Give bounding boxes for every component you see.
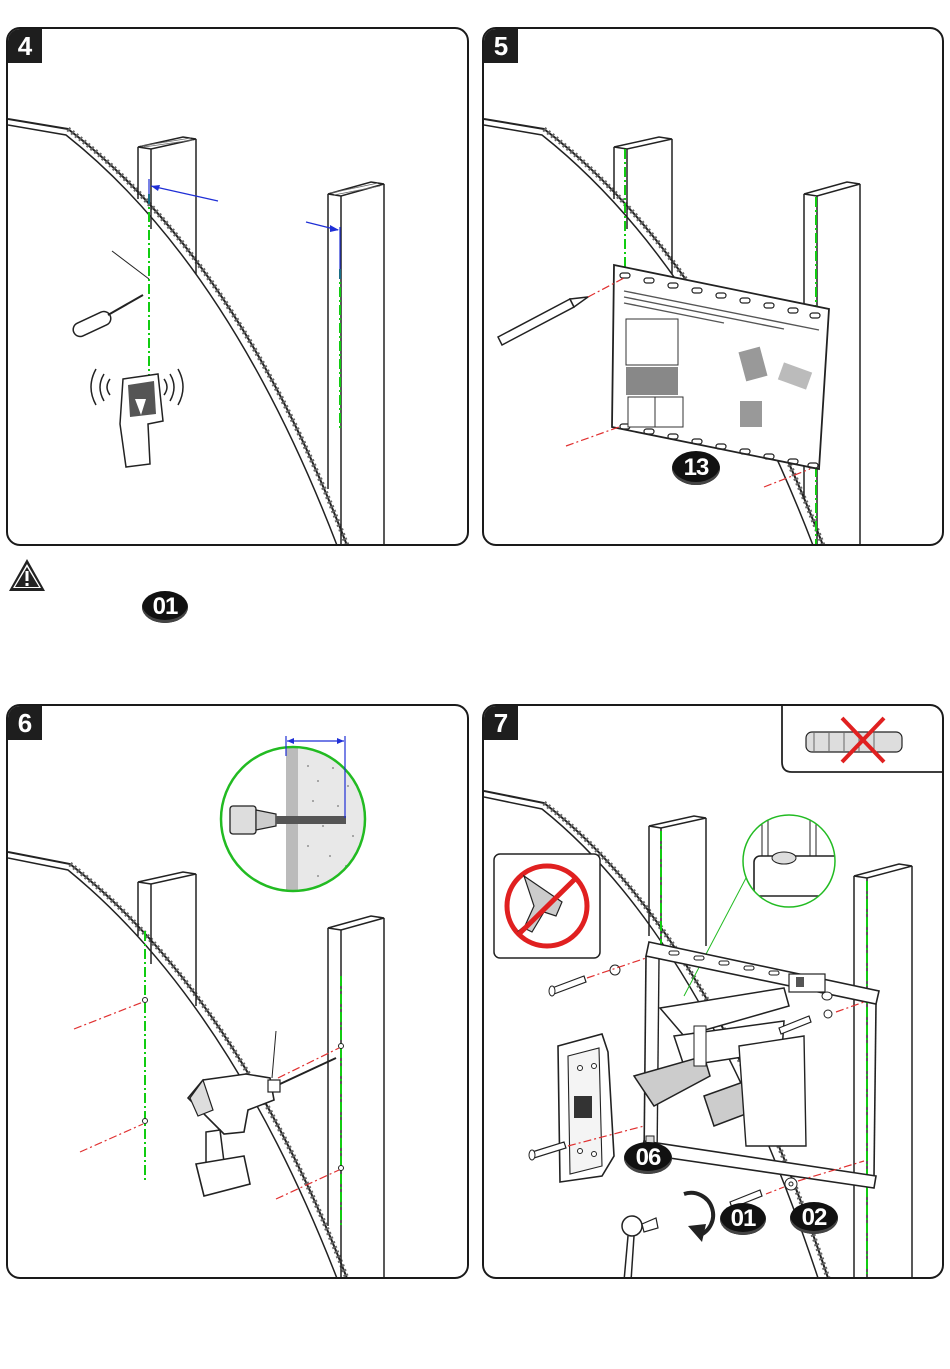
wall-stud-left <box>614 137 672 274</box>
pencil-icon <box>498 297 588 345</box>
part-13-badge: 13 <box>672 451 720 485</box>
step-4-number: 4 <box>8 29 42 63</box>
step-4-panel: 4 <box>6 27 469 546</box>
drill-depth-detail <box>221 736 378 896</box>
step-7-number: 7 <box>484 706 518 740</box>
no-wall-anchor-icon <box>782 706 944 772</box>
stud-finder-icon <box>91 369 183 467</box>
clockwise-rotation-icon <box>684 1193 713 1242</box>
washer-icon <box>785 1178 797 1190</box>
awl-icon <box>71 295 143 339</box>
step-4-illustration <box>8 29 469 546</box>
lag-bolt-upper-icon <box>549 965 620 996</box>
wall-stud-left <box>138 872 196 1006</box>
center-measure-indicator <box>149 179 340 279</box>
drilling-template <box>612 265 829 469</box>
lag-bolt-middle-icon <box>779 1010 832 1034</box>
wall-stud-right <box>328 182 384 546</box>
part-01-badge: 01 <box>142 591 188 623</box>
step-6-illustration <box>8 706 469 1279</box>
step-6-number: 6 <box>8 706 42 740</box>
warning-triangle-icon <box>7 557 47 593</box>
step-6-panel: 6 <box>6 704 469 1279</box>
no-impact-driver-icon <box>494 854 600 958</box>
part-06-badge: 06 <box>624 1142 672 1174</box>
step-7-panel: 7 <box>482 704 944 1279</box>
step-5-number: 5 <box>484 29 518 63</box>
step-7-illustration <box>484 706 944 1279</box>
wall-stud-left <box>138 137 196 274</box>
tv-bracket-plate <box>558 1034 614 1182</box>
wall-stud-right <box>328 916 384 1279</box>
articulating-arm <box>634 988 806 1156</box>
part-01-badge: 01 <box>720 1203 766 1235</box>
wall-stud-right <box>854 864 912 1279</box>
step-5-panel: 5 <box>482 27 944 546</box>
wall-stud-left <box>649 816 706 946</box>
socket-wrench-icon <box>622 1216 658 1279</box>
part-02-badge: 02 <box>790 1202 838 1234</box>
